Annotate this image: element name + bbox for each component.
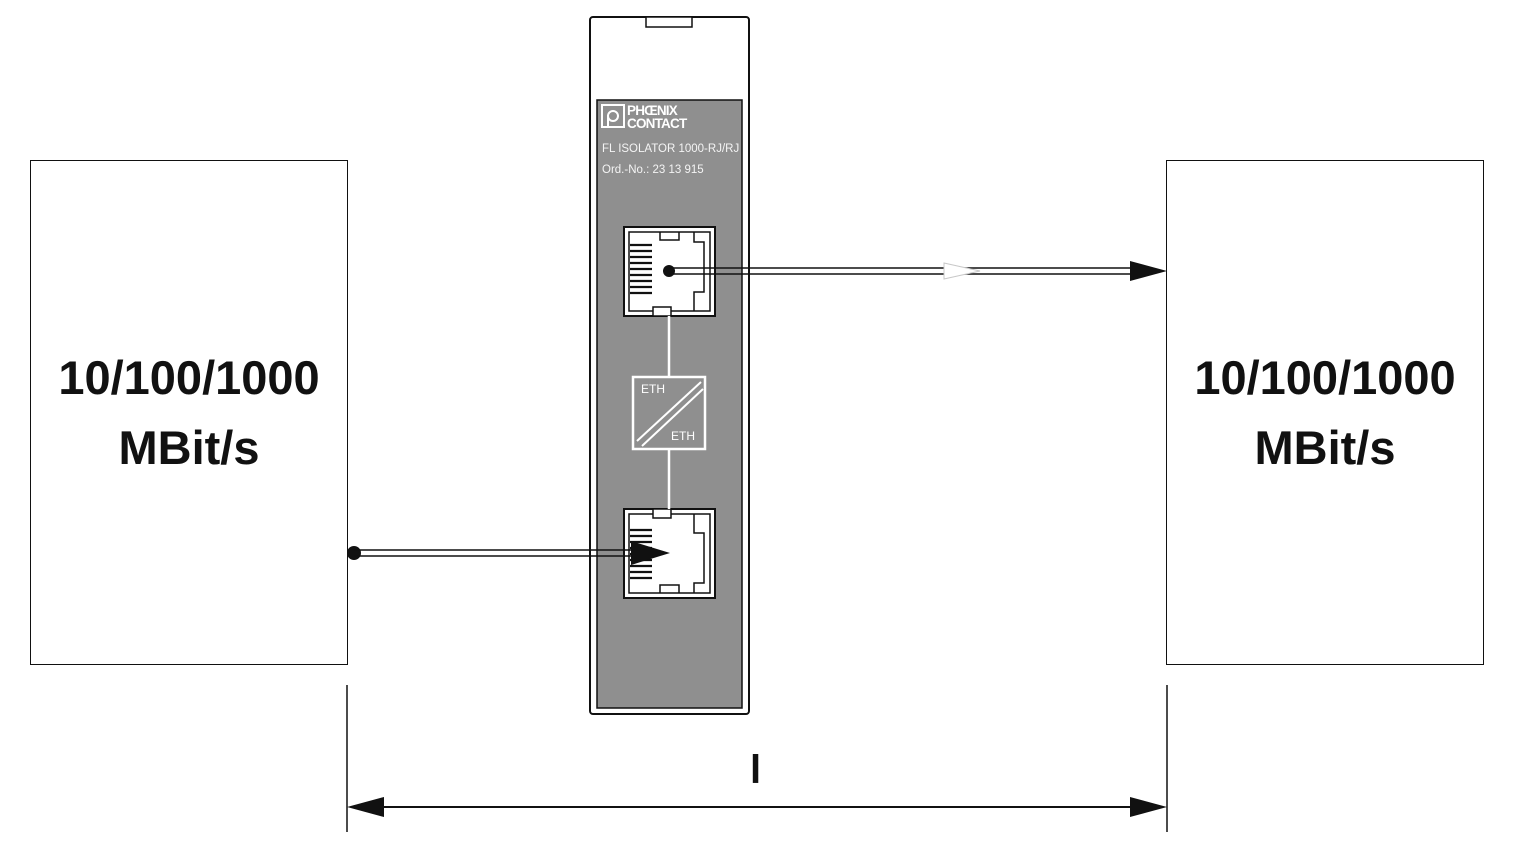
- isolator-model: FL ISOLATOR 1000-RJ/RJ: [602, 143, 740, 155]
- isolator-order-number: Ord.-No.: 23 13 915: [602, 164, 704, 176]
- phoenix-logo-icon: [601, 104, 625, 128]
- left-end-device: 10/100/1000 MBit/s: [30, 160, 348, 665]
- phoenix-contact-logo: PHŒNIX CONTACT: [601, 102, 705, 132]
- eth-label-top: ETH: [641, 382, 665, 396]
- dimension-line: [346, 685, 1168, 832]
- eth-label-bottom: ETH: [671, 429, 695, 443]
- right-end-device: 10/100/1000 MBit/s: [1166, 160, 1484, 665]
- right-device-speed: 10/100/1000: [1194, 350, 1456, 404]
- rj45-port-top: [623, 226, 716, 317]
- connection-arrow-left: [347, 541, 670, 565]
- left-device-speed: 10/100/1000: [58, 350, 320, 404]
- connection-arrow-right: [663, 261, 1167, 281]
- isolation-symbol: [631, 375, 707, 451]
- right-device-unit: MBit/s: [1254, 420, 1396, 474]
- logo-text-line2: CONTACT: [627, 116, 687, 131]
- dimension-label: l: [750, 748, 762, 792]
- logo-text-line1: PHŒNIX: [627, 103, 678, 118]
- left-device-unit: MBit/s: [118, 420, 260, 474]
